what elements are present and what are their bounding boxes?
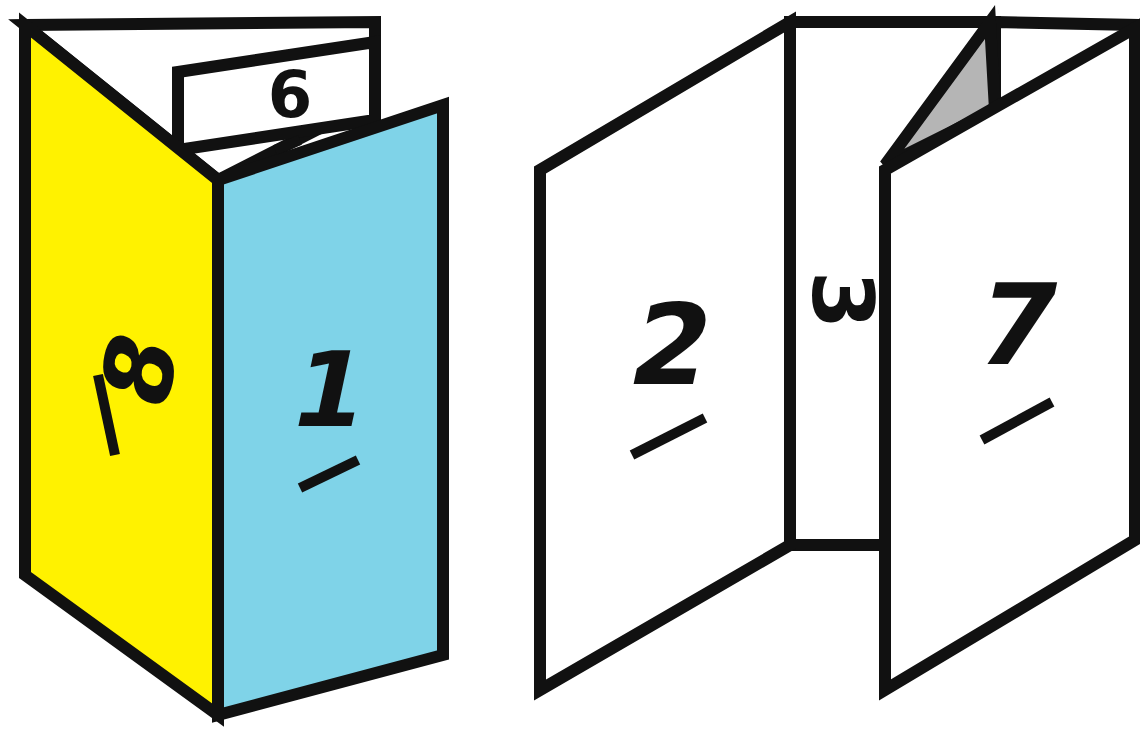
page-number: 6: [268, 63, 313, 127]
page-number: 3: [800, 271, 884, 329]
